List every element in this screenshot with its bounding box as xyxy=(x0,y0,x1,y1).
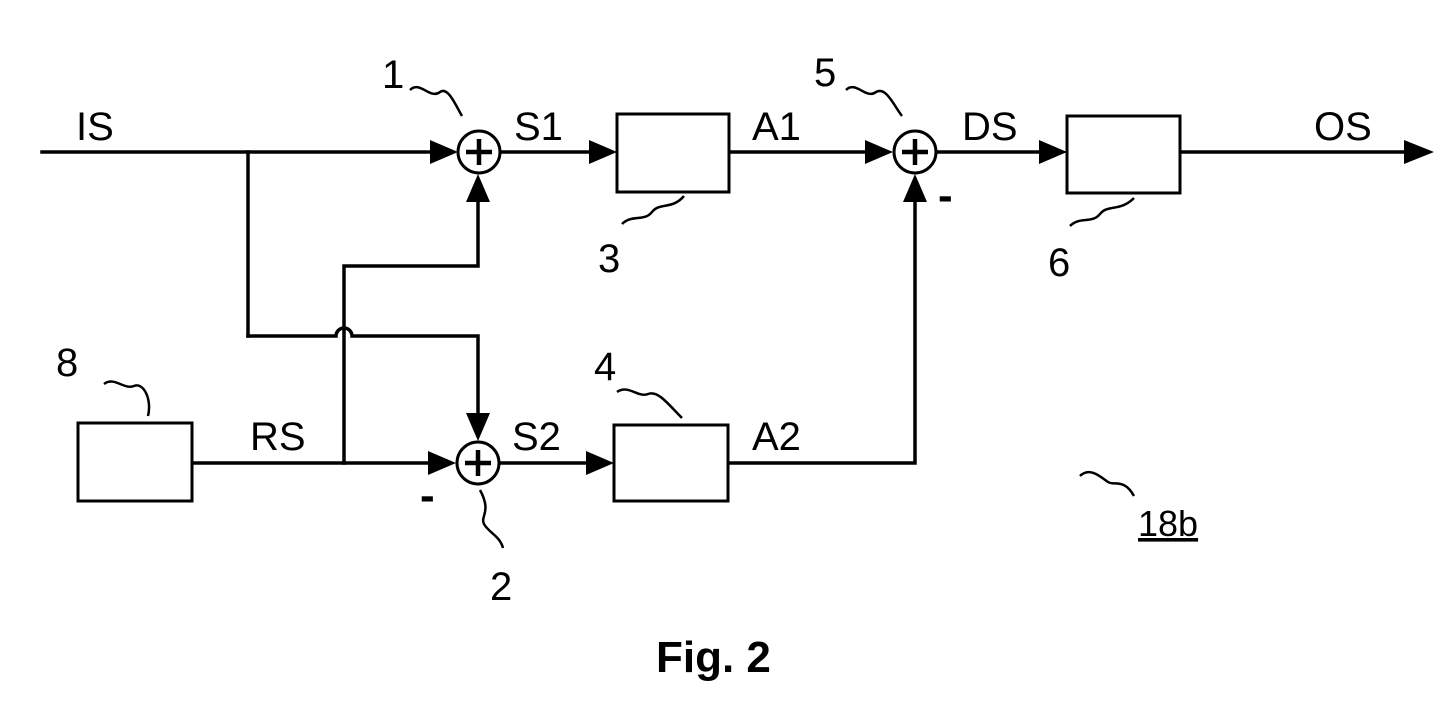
leader-3 xyxy=(622,196,684,224)
summing-junction-5 xyxy=(894,131,936,173)
arrow-s1-into-block3 xyxy=(589,140,617,164)
arrow-a1-into-sum5 xyxy=(865,140,893,164)
figure-reference: 18b xyxy=(1138,503,1198,544)
label-s2: S2 xyxy=(512,415,561,459)
number-8: 8 xyxy=(56,341,78,385)
number-5: 5 xyxy=(814,51,836,95)
wire-is-branch-across xyxy=(248,328,478,420)
leader-18b xyxy=(1080,472,1134,496)
label-a1: A1 xyxy=(752,105,801,149)
leader-2 xyxy=(480,490,503,548)
label-is: IS xyxy=(76,105,114,149)
figure-caption: Fig. 2 xyxy=(656,633,771,682)
block-8 xyxy=(78,423,192,501)
leader-6 xyxy=(1070,198,1134,226)
number-6: 6 xyxy=(1048,241,1070,285)
label-ds: DS xyxy=(962,105,1018,149)
label-a2: A2 xyxy=(752,415,801,459)
arrow-a2-into-sum5 xyxy=(903,174,927,202)
label-rs: RS xyxy=(250,415,306,459)
leader-4 xyxy=(617,389,682,418)
label-os: OS xyxy=(1314,105,1372,149)
summing-junction-2 xyxy=(457,442,499,484)
number-3: 3 xyxy=(598,237,620,281)
number-4: 4 xyxy=(594,345,616,389)
arrow-is-into-sum2 xyxy=(466,413,490,441)
leader-8 xyxy=(104,381,149,416)
label-s1: S1 xyxy=(514,105,563,149)
wire-rs-branch-up xyxy=(344,198,478,463)
arrow-ds-into-block6 xyxy=(1039,140,1067,164)
block-3 xyxy=(617,114,729,192)
summing-junction-1 xyxy=(458,131,500,173)
arrow-os-output xyxy=(1404,140,1434,164)
arrow-s2-into-block4 xyxy=(586,451,614,475)
number-2: 2 xyxy=(490,565,512,609)
leader-5 xyxy=(846,87,902,116)
minus-sign-sum5: - xyxy=(938,171,953,220)
arrow-rs-into-sum1 xyxy=(466,174,490,202)
arrow-is-into-sum1 xyxy=(430,140,458,164)
leader-1 xyxy=(410,87,462,116)
block-6 xyxy=(1067,116,1180,193)
block-4 xyxy=(614,425,728,501)
number-1: 1 xyxy=(382,53,404,97)
minus-sign-sum2: - xyxy=(420,471,435,520)
